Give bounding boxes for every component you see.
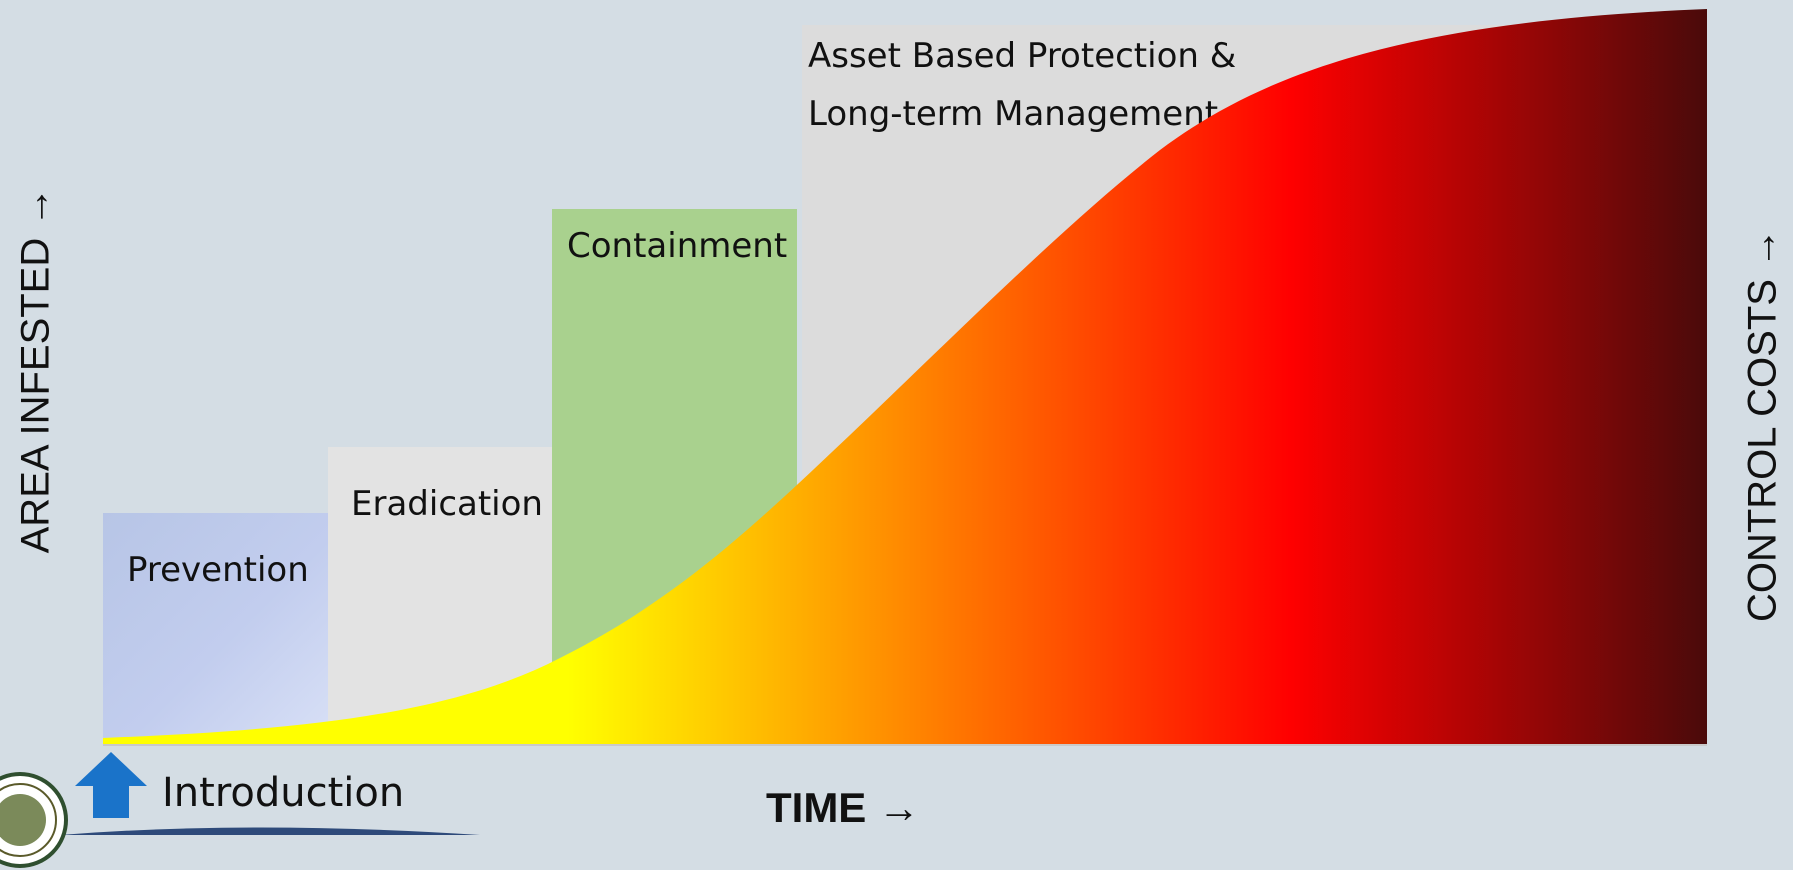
diagram-canvas: Asset Based Protection & Long-term Manag… <box>0 9 1785 868</box>
time-axis-label: TIME → <box>766 784 920 831</box>
footer-band <box>60 827 480 835</box>
containment-label: Containment <box>567 226 788 266</box>
asset-label-line1: Asset Based Protection & <box>808 36 1237 76</box>
infestation-cost-curve <box>103 9 1707 746</box>
prevention-box: Prevention <box>103 513 328 745</box>
introduction-label: Introduction <box>162 770 405 816</box>
asset-protection-label: Asset Based Protection & Long-term Manag… <box>808 27 1236 143</box>
area-infested-axis-label: AREA INFESTED → <box>13 186 58 554</box>
asset-label-line2: Long-term Management <box>808 94 1219 134</box>
prevention-label: Prevention <box>127 550 309 590</box>
agency-seal-icon <box>0 772 68 868</box>
up-arrow-icon <box>75 752 147 818</box>
cost-area <box>103 9 1707 745</box>
control-costs-axis-label: CONTROL COSTS → <box>1740 227 1785 623</box>
eradication-label: Eradication <box>351 484 543 524</box>
